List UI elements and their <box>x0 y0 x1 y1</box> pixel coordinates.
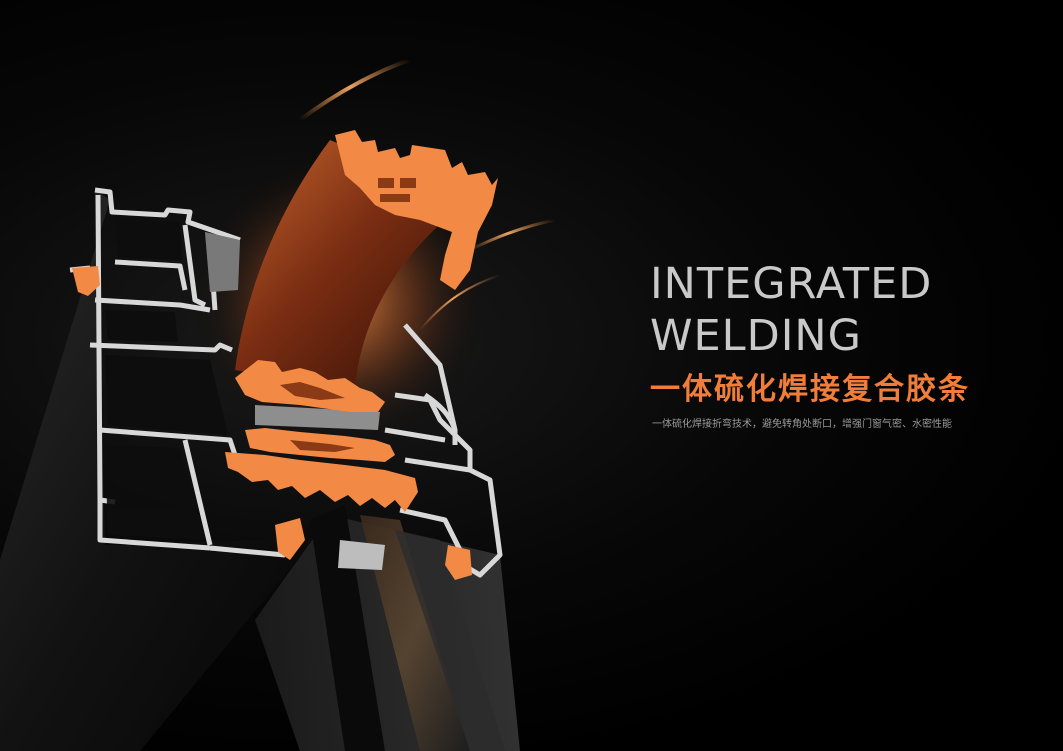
glass-pane <box>360 515 505 751</box>
headline-line-2: WELDING <box>650 311 862 361</box>
bottom-gasket-profile <box>225 452 418 512</box>
headline-line-1: INTEGRATED <box>650 259 933 309</box>
copy-block: INTEGRATED WELDING 一体硫化焊接复合胶条 一体硫化焊接折弯技术… <box>650 258 1050 432</box>
foam-insert <box>205 232 385 570</box>
seal-beads <box>72 266 472 580</box>
product-title-cn: 一体硫化焊接复合胶条 <box>650 372 970 407</box>
middle-gasket-profile <box>235 360 395 462</box>
product-description-cn: 一体硫化焊接折弯技术，避免转角处断口，增强门窗气密、水密性能 <box>652 419 952 430</box>
profile-chambers <box>105 218 228 540</box>
aluminum-profile-right <box>384 323 503 578</box>
top-gasket-profile <box>335 130 498 290</box>
window-profile-illustration <box>0 58 556 751</box>
